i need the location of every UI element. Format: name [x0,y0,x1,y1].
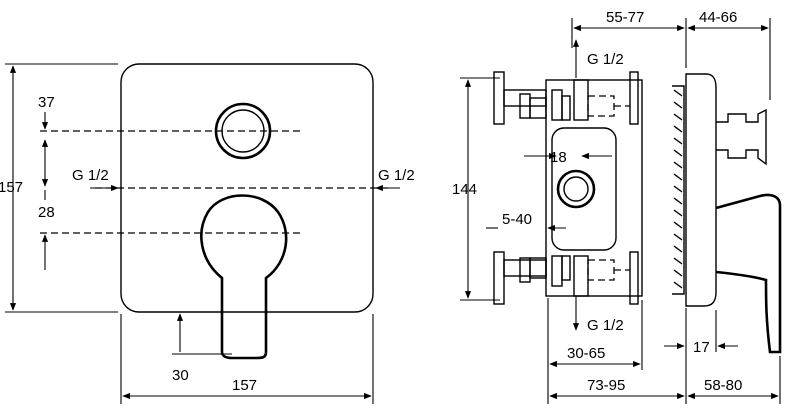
port-outer [556,169,596,209]
front-view: 157 37 28 G 1/2 G 1/2 30 157 [0,63,415,404]
wall-plate [685,73,717,307]
top-depth-label: 55-77 [606,9,644,26]
side-view: 55-77 44-66 G 1/2 [452,9,782,404]
thread-bottom-label: G 1/2 [587,317,624,334]
top-right-label: 44-66 [699,9,737,26]
lever-depth-label: 58-80 [704,377,742,394]
offset-upper-label: 37 [38,94,55,111]
height-total-label: 157 [0,179,23,196]
depth-lower-label: 30-65 [567,345,605,362]
port-width-label: 18 [550,149,567,166]
thread-top-label: G 1/2 [587,51,624,68]
mixing-lever [200,194,288,360]
seal-ribs [673,89,683,289]
offset-lower-label: 28 [38,204,55,221]
cover-plate [120,63,374,313]
side-lever [715,193,782,354]
adjust-range-label: 5-40 [502,211,532,228]
lower-fittings [493,251,639,305]
plate-seal [672,85,685,295]
port-inner [563,176,589,202]
depth-total-label: 73-95 [587,377,625,394]
thread-left-label: G 1/2 [72,167,109,184]
body-height-label: 144 [452,181,477,198]
side-knob [716,108,767,166]
width-total-label: 157 [232,377,257,394]
housing-window [551,127,617,251]
handle-depth-label: 30 [172,367,189,384]
plate-offset-label: 17 [693,339,710,356]
valve-housing [545,79,643,297]
upper-fittings [493,71,639,125]
thread-right-label: G 1/2 [378,167,415,184]
